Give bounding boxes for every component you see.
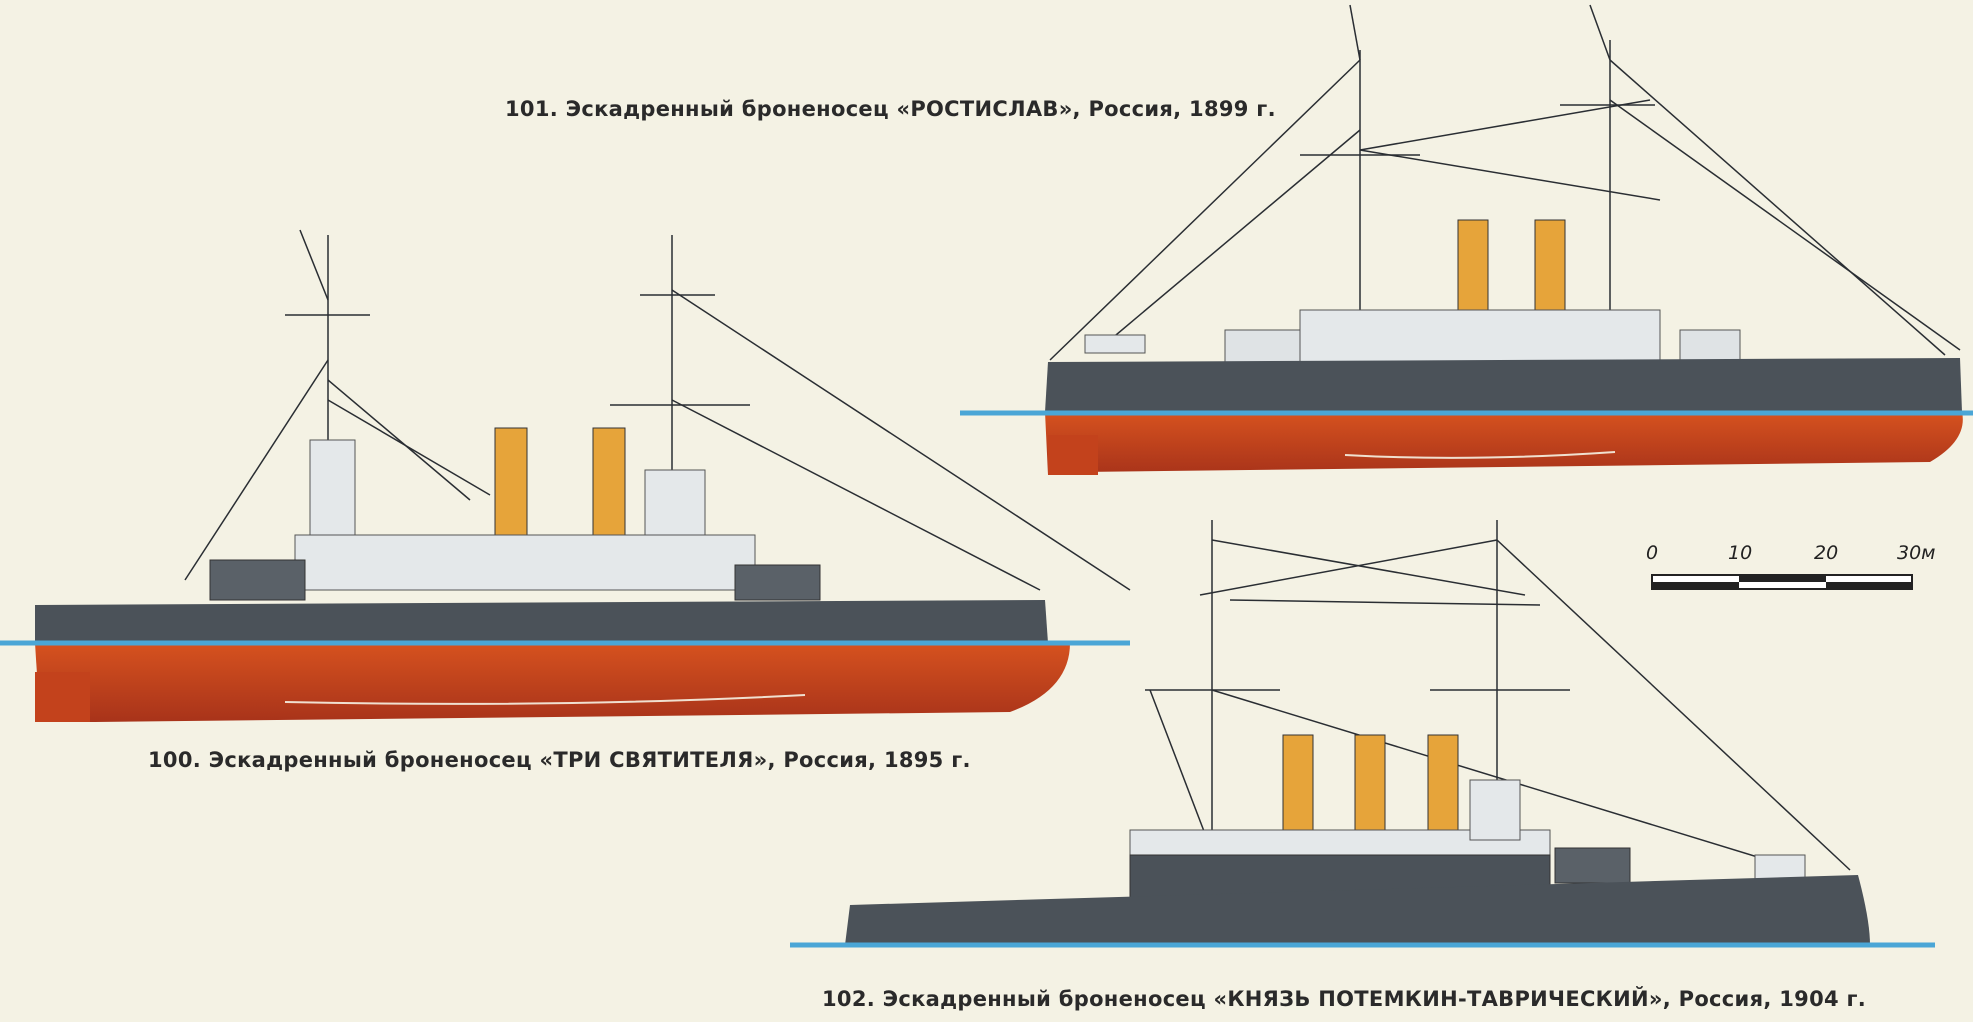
- caption-ship-102: 102. Эскадренный броненосец «КНЯЗЬ ПОТЕМ…: [822, 987, 1867, 1011]
- scale-label-0: 0: [1646, 542, 1659, 564]
- caption-ship-101: 101. Эскадренный броненосец «РОСТИСЛАВ»,…: [505, 97, 1276, 121]
- scale-label-30m: 30м: [1897, 542, 1936, 564]
- scale-label-10: 10: [1728, 542, 1753, 564]
- ship-101-rostislav: [1045, 4, 1963, 475]
- caption-ship-100: 100. Эскадренный броненосец «ТРИ СВЯТИТЕ…: [148, 748, 971, 772]
- ship-102-potemkin: [845, 520, 1870, 945]
- scale-label-20: 20: [1814, 542, 1839, 564]
- ship-100-tri-sviatitelia: [35, 229, 1131, 722]
- scale-bar: [1651, 574, 1913, 590]
